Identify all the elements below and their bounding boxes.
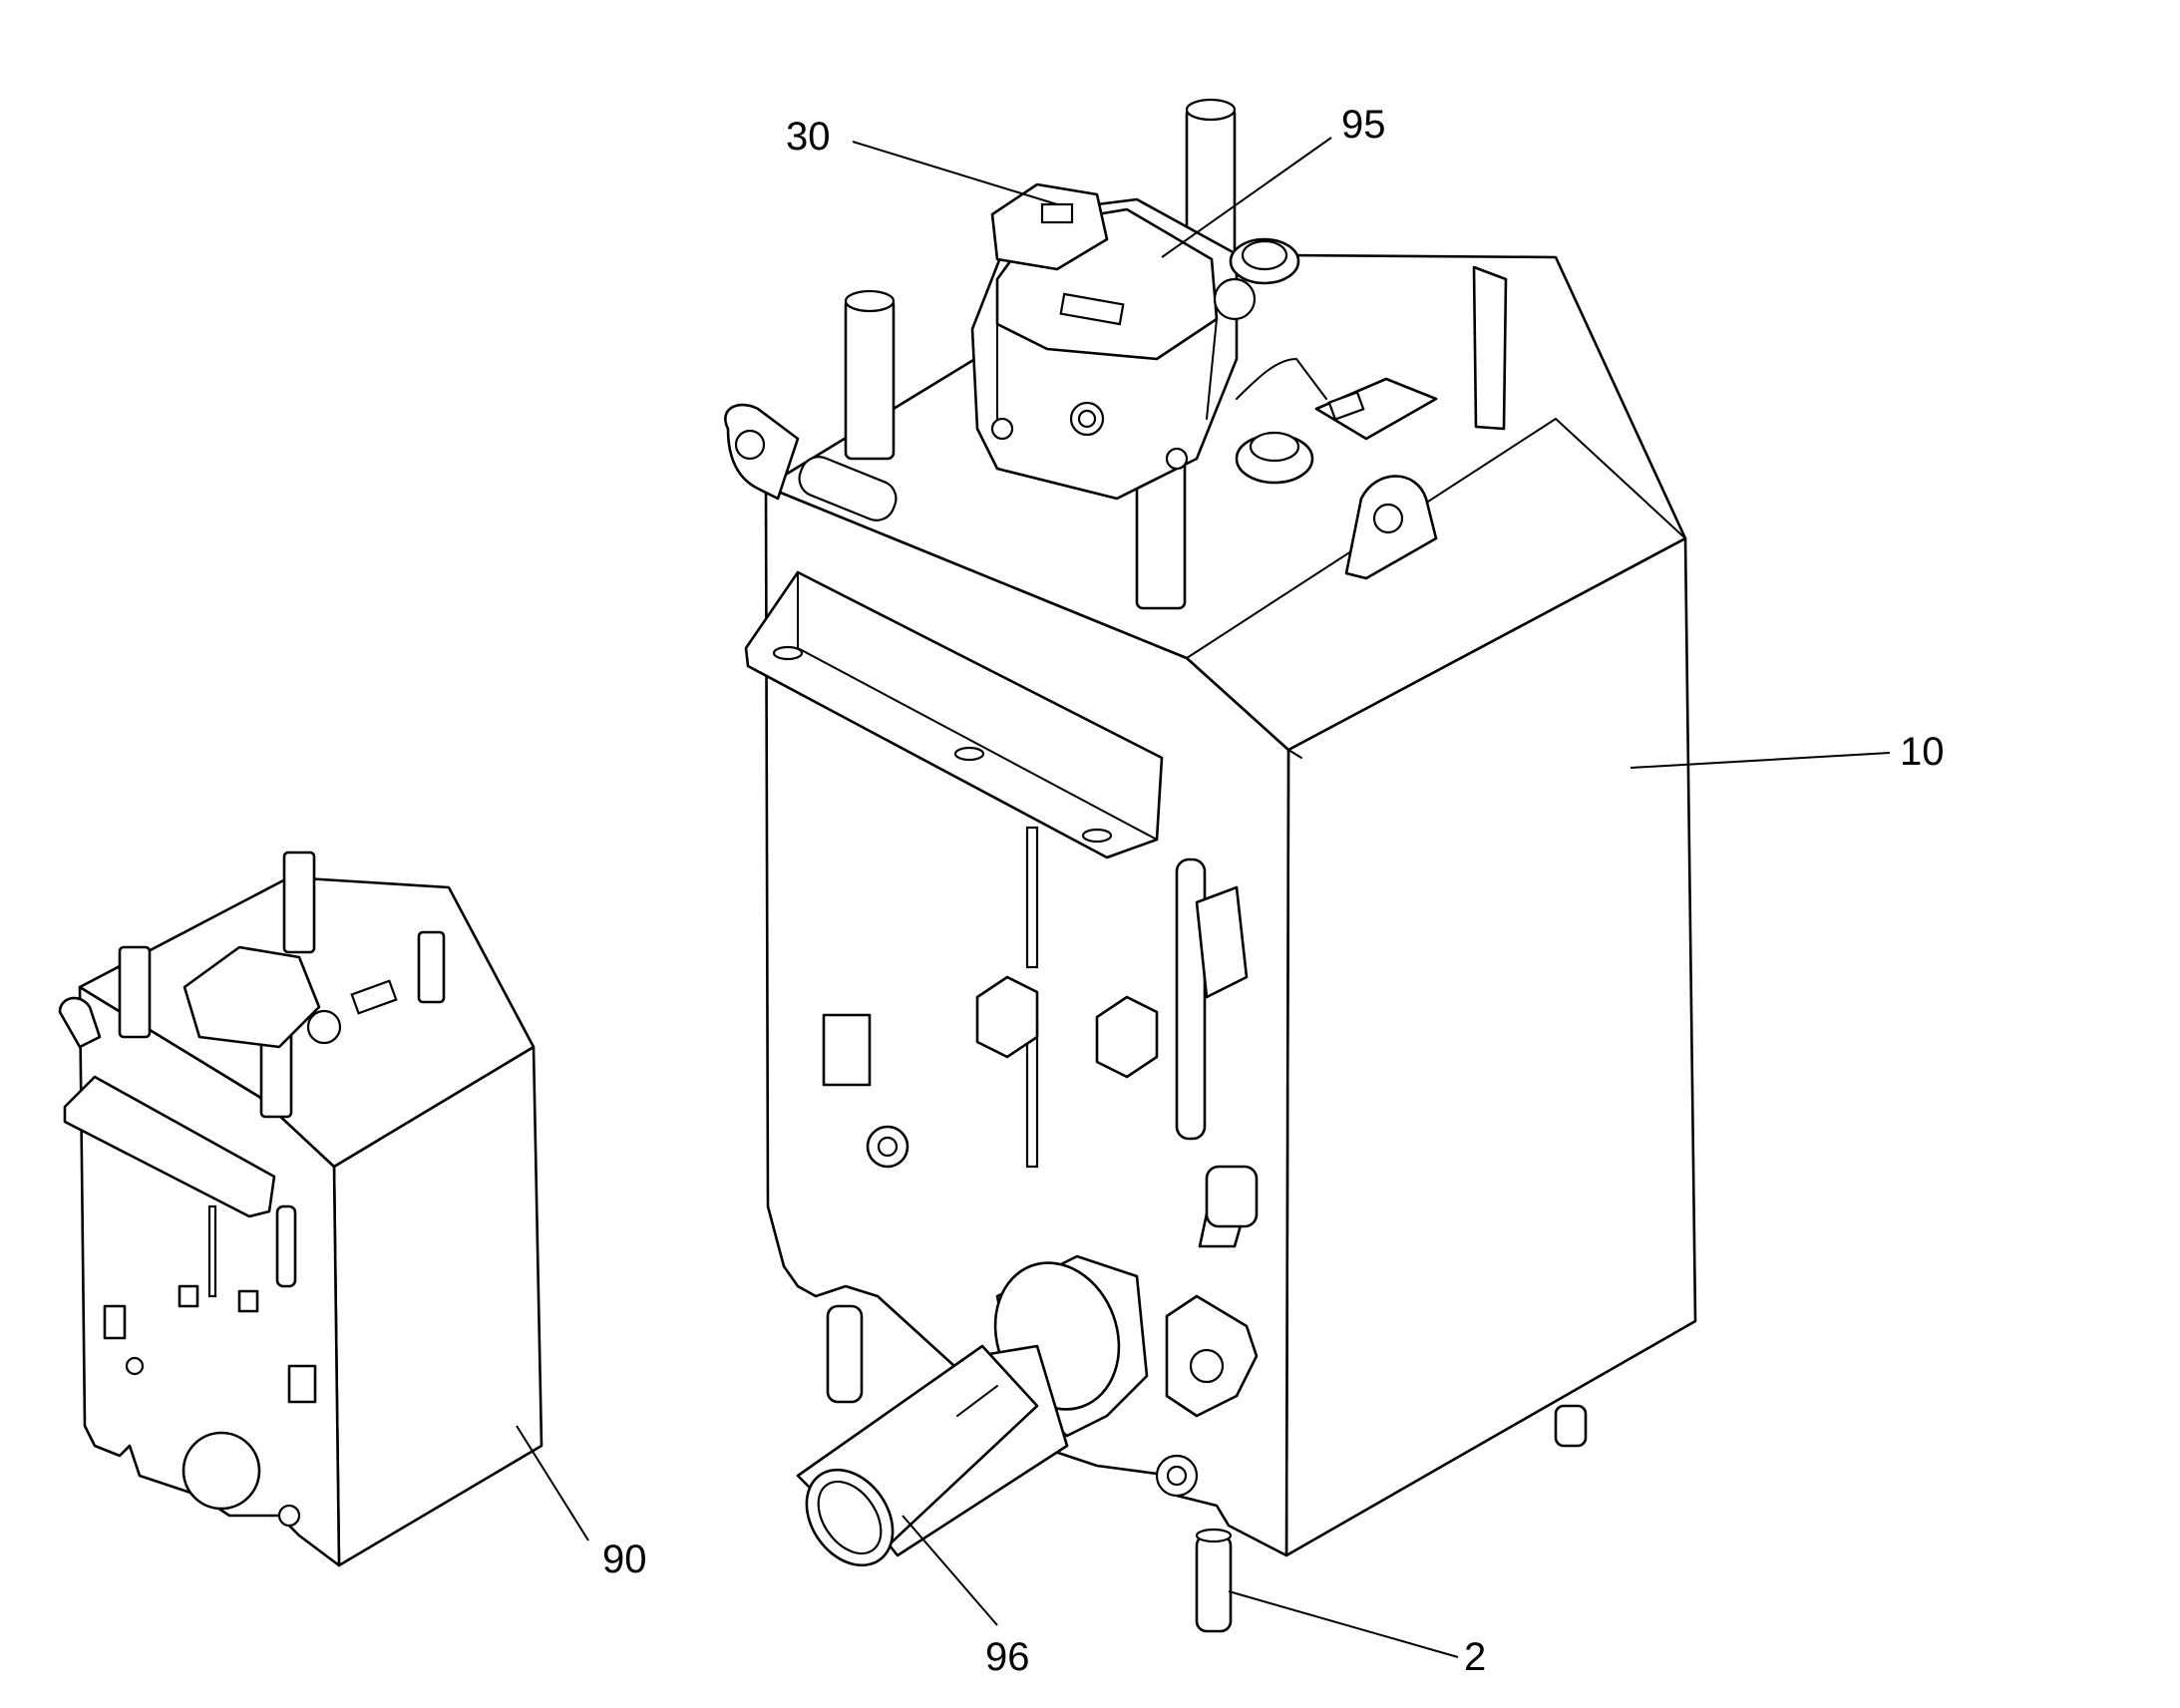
callout-95: 95 xyxy=(1341,103,1386,147)
callout-30: 30 xyxy=(786,115,831,159)
drain-pipe-assembly xyxy=(796,1254,1149,1567)
foot-left xyxy=(826,1304,864,1404)
reference-tank-view xyxy=(58,851,544,1567)
electrical-connector xyxy=(990,182,1109,271)
callout-10: 10 xyxy=(1900,730,1945,774)
callout-90: 90 xyxy=(602,1537,647,1581)
foot-bottom xyxy=(1195,1534,1233,1633)
callout-labels: 30 95 10 90 96 2 xyxy=(602,103,1945,1679)
leader-lines xyxy=(516,137,1891,1658)
main-tank-assembly xyxy=(724,98,1697,1633)
callout-96: 96 xyxy=(985,1635,1030,1679)
foot-right xyxy=(1554,1404,1588,1448)
callout-2: 2 xyxy=(1464,1635,1486,1679)
